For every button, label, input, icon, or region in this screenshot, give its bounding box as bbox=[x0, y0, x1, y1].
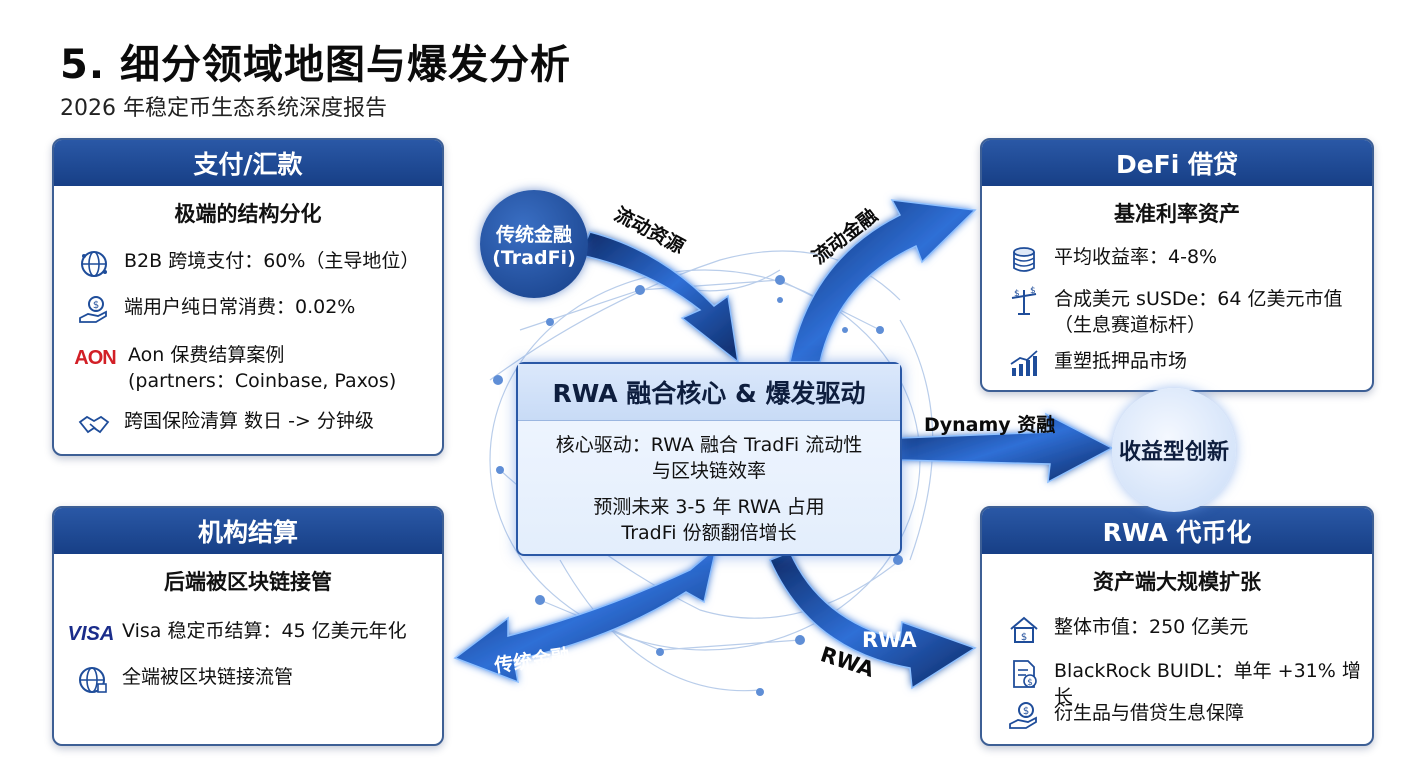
center-line-4: TradFi 份额翻倍增长 bbox=[621, 522, 797, 544]
card-institutional: 机构结算 后端被区块链接管 VISA Visa 稳定币结算：45 亿美元年化 全… bbox=[52, 506, 444, 746]
card-rwa: RWA 代币化 资产端大规模扩张 $ 整体市值：250 亿美元 $ BlackR… bbox=[980, 506, 1374, 746]
svg-text:$: $ bbox=[1021, 632, 1027, 643]
tradfi-circle-line1: 传统金融 bbox=[495, 223, 572, 246]
card-rwa-header: RWA 代币化 bbox=[982, 508, 1372, 554]
rwa-item-text: BlackRock BUIDL：单年 +31% 增长 bbox=[1054, 660, 1361, 708]
defi-item-yield: 平均收益率：4-8% bbox=[1004, 244, 1217, 276]
payments-item-insurance: 跨国保险清算 数日 -> 分钟级 bbox=[74, 408, 374, 440]
defi-item-text: 平均收益率：4-8% bbox=[1054, 246, 1218, 268]
svg-text:$: $ bbox=[1027, 678, 1033, 688]
svg-text:$: $ bbox=[1023, 706, 1029, 717]
card-payments: 支付/汇款 极端的结构分化 B2B 跨境支付：60%（主导地位） $ 端用户纯日… bbox=[52, 138, 444, 456]
arrow-liquidity-finance bbox=[789, 199, 977, 363]
defi-item-collateral: 重塑抵押品市场 bbox=[1004, 348, 1187, 380]
card-payments-header: 支付/汇款 bbox=[54, 140, 442, 186]
institutional-item-text: 全端被区块链接流管 bbox=[122, 666, 294, 688]
network-nodes bbox=[493, 247, 903, 696]
aon-logo: AON bbox=[74, 347, 116, 369]
house-icon: $ bbox=[1004, 614, 1044, 646]
svg-text:$: $ bbox=[93, 300, 99, 311]
visa-logo: VISA bbox=[67, 623, 115, 645]
center-header: RWA 融合核心 & 爆发驱动 bbox=[518, 364, 900, 421]
page-subtitle: 2026 年稳定币生态系统深度报告 bbox=[60, 96, 387, 121]
flow-label-dynamy: Dynamy 资融 bbox=[924, 414, 1056, 436]
globe-network-icon bbox=[72, 664, 112, 696]
card-payments-subheader: 极端的结构分化 bbox=[174, 202, 322, 226]
card-rwa-subheader: 资产端大规模扩张 bbox=[1093, 570, 1261, 594]
flow-label-rwa-a: RWA bbox=[862, 628, 917, 652]
coin-stack-icon bbox=[1004, 244, 1044, 276]
arrow-rwa bbox=[768, 551, 977, 690]
handshake-icon bbox=[74, 408, 114, 440]
svg-text:$: $ bbox=[1030, 286, 1036, 296]
defi-item-text: 合成美元 sUSDe：64 亿美元市值 bbox=[1054, 288, 1343, 310]
payments-item-text: 跨国保险清算 数日 -> 分钟级 bbox=[124, 410, 374, 432]
card-institutional-subheader: 后端被区块链接管 bbox=[164, 570, 332, 594]
balance-scale-icon: $$ bbox=[1004, 286, 1044, 318]
institutional-item-visa: VISA Visa 稳定币结算：45 亿美元年化 bbox=[66, 618, 407, 650]
institutional-item-text: Visa 稳定币结算：45 亿美元年化 bbox=[122, 620, 407, 642]
card-institutional-header: 机构结算 bbox=[54, 508, 442, 554]
defi-item-susde: $$ 合成美元 sUSDe：64 亿美元市值 （生息赛道标杆） bbox=[1004, 286, 1342, 338]
rwa-item-derivatives: $ 衍生品与借贷生息保障 bbox=[1004, 700, 1244, 732]
payments-item-aon: AON Aon 保费结算案例 (partners：Coinbase, Paxos… bbox=[68, 342, 396, 394]
payments-item-text: 端用户纯日常消费：0.02% bbox=[124, 296, 356, 318]
card-defi-subheader: 基准利率资产 bbox=[1114, 202, 1240, 226]
payments-item-consumer: $ 端用户纯日常消费：0.02% bbox=[74, 294, 355, 326]
rwa-item-text: 整体市值：250 亿美元 bbox=[1054, 616, 1249, 638]
payments-item-b2b: B2B 跨境支付：60%（主导地位） bbox=[74, 248, 419, 280]
center-line-3: 预测未来 3-5 年 RWA 占用 bbox=[593, 496, 825, 518]
arrow-dynamy bbox=[899, 412, 1114, 484]
card-defi-header: DeFi 借贷 bbox=[982, 140, 1372, 186]
document-dollar-icon: $ bbox=[1004, 658, 1044, 690]
payments-item-text2: (partners：Coinbase, Paxos) bbox=[128, 370, 397, 392]
defi-item-text2: （生息赛道标杆） bbox=[1054, 314, 1207, 336]
rwa-item-marketcap: $ 整体市值：250 亿美元 bbox=[1004, 614, 1248, 646]
defi-item-text: 重塑抵押品市场 bbox=[1054, 350, 1188, 372]
payments-item-text: Aon 保费结算案例 bbox=[128, 344, 285, 366]
center-line-2: 与区块链效率 bbox=[651, 460, 766, 482]
innovation-circle: 收益型创新 bbox=[1112, 388, 1236, 512]
arrow-liquidity-source bbox=[578, 231, 740, 364]
center-core-box: RWA 融合核心 & 爆发驱动 核心驱动：RWA 融合 TradFi 流动性 与… bbox=[516, 362, 902, 556]
institutional-item-blockchain: 全端被区块链接流管 bbox=[72, 664, 293, 696]
rwa-item-buidl: $ BlackRock BUIDL：单年 +31% 增长 bbox=[1004, 658, 1372, 710]
card-defi: DeFi 借贷 基准利率资产 平均收益率：4-8% $$ 合成美元 sUSDe：… bbox=[980, 138, 1374, 392]
svg-text:$: $ bbox=[1014, 289, 1020, 299]
hand-coin-icon: $ bbox=[1004, 700, 1044, 732]
growth-chart-icon bbox=[1004, 348, 1044, 380]
hand-coin-icon: $ bbox=[74, 294, 114, 326]
globe-network-icon bbox=[74, 248, 114, 280]
rwa-item-text: 衍生品与借贷生息保障 bbox=[1054, 702, 1245, 724]
payments-item-text: B2B 跨境支付：60%（主导地位） bbox=[124, 250, 420, 272]
page-title: 5. 细分领域地图与爆发分析 bbox=[60, 42, 571, 88]
arrow-tradfi-bidirectional bbox=[453, 545, 718, 684]
center-line-1: 核心驱动：RWA 融合 TradFi 流动性 bbox=[555, 434, 863, 456]
tradfi-circle-line2: (TradFi) bbox=[492, 246, 576, 269]
tradfi-circle: 传统金融 (TradFi) bbox=[480, 190, 588, 298]
flow-arrows bbox=[453, 199, 1114, 690]
